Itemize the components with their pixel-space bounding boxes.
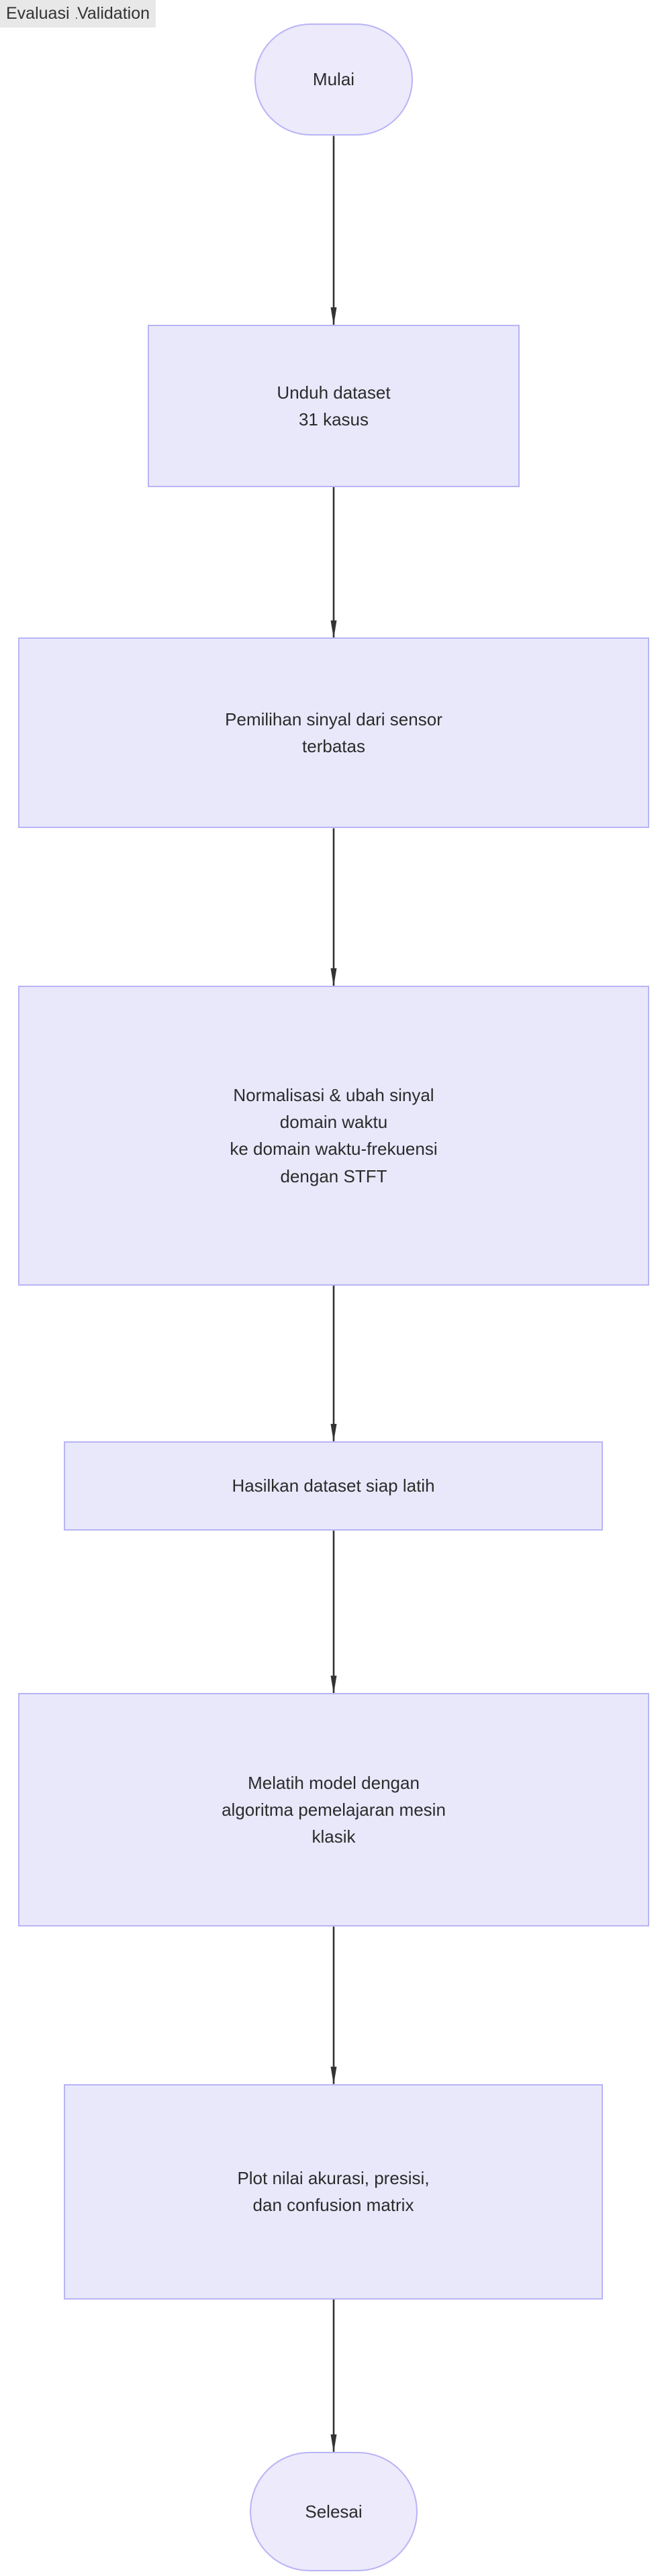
node-line: klasik <box>312 1826 356 1847</box>
node-line: dengan STFT <box>280 1166 387 1186</box>
node-line: dan confusion matrix <box>252 2195 414 2216</box>
node-line: Melatih model dengan <box>248 1772 420 1793</box>
node-line: Unduh dataset <box>277 382 391 403</box>
node-pemilihan-sinyal[interactable]: Pemilihan sinyal dari sensor terbatas <box>18 637 649 829</box>
node-line: Normalisasi & ubah sinyal <box>233 1084 434 1105</box>
node-unduh-dataset-text: Unduh dataset 31 kasus <box>158 379 509 433</box>
node-line: Mulai <box>312 69 355 90</box>
node-line: terbatas <box>302 736 365 757</box>
node-normalisasi-stft[interactable]: Normalisasi & ubah sinyal domain waktu k… <box>18 985 649 1286</box>
node-mulai-text: Mulai <box>265 66 402 93</box>
node-line: domain waktu <box>279 1112 388 1133</box>
node-line: 31 kasus <box>298 409 369 429</box>
node-plot-evaluasi[interactable]: Plot nilai akurasi, presisi, dan confusi… <box>64 2083 603 2300</box>
edge-label-evaluasi: Evaluasi <box>0 0 76 28</box>
node-mulai[interactable]: Mulai <box>254 23 413 136</box>
node-plot-evaluasi-text: Plot nilai akurasi, presisi, dan confusi… <box>75 2165 592 2219</box>
node-melatih-model-text: Melatih model dengan algoritma pemelajar… <box>29 1769 638 1851</box>
node-selesai[interactable]: Selesai <box>250 2451 418 2571</box>
node-line: algoritma pemelajaran mesin <box>222 1800 446 1820</box>
node-line: Pemilihan sinyal dari sensor <box>225 709 442 730</box>
node-line: Plot nilai akurasi, presisi, <box>237 2167 430 2188</box>
node-selesai-text: Selesai <box>260 2498 407 2525</box>
node-line: Hasilkan dataset siap latih <box>232 1476 435 1496</box>
node-pemilihan-sinyal-text: Pemilihan sinyal dari sensor terbatas <box>29 706 638 760</box>
node-melatih-model[interactable]: Melatih model dengan algoritma pemelajar… <box>18 1693 649 1927</box>
node-normalisasi-stft-text: Normalisasi & ubah sinyal domain waktu k… <box>29 1082 638 1190</box>
node-line: ke domain waktu-frekuensi <box>230 1139 438 1160</box>
node-dataset-siap-latih-text: Hasilkan dataset siap latih <box>75 1472 592 1499</box>
node-unduh-dataset[interactable]: Unduh dataset 31 kasus <box>148 324 520 487</box>
node-dataset-siap-latih[interactable]: Hasilkan dataset siap latih <box>64 1441 603 1531</box>
node-line: Selesai <box>305 2501 363 2522</box>
